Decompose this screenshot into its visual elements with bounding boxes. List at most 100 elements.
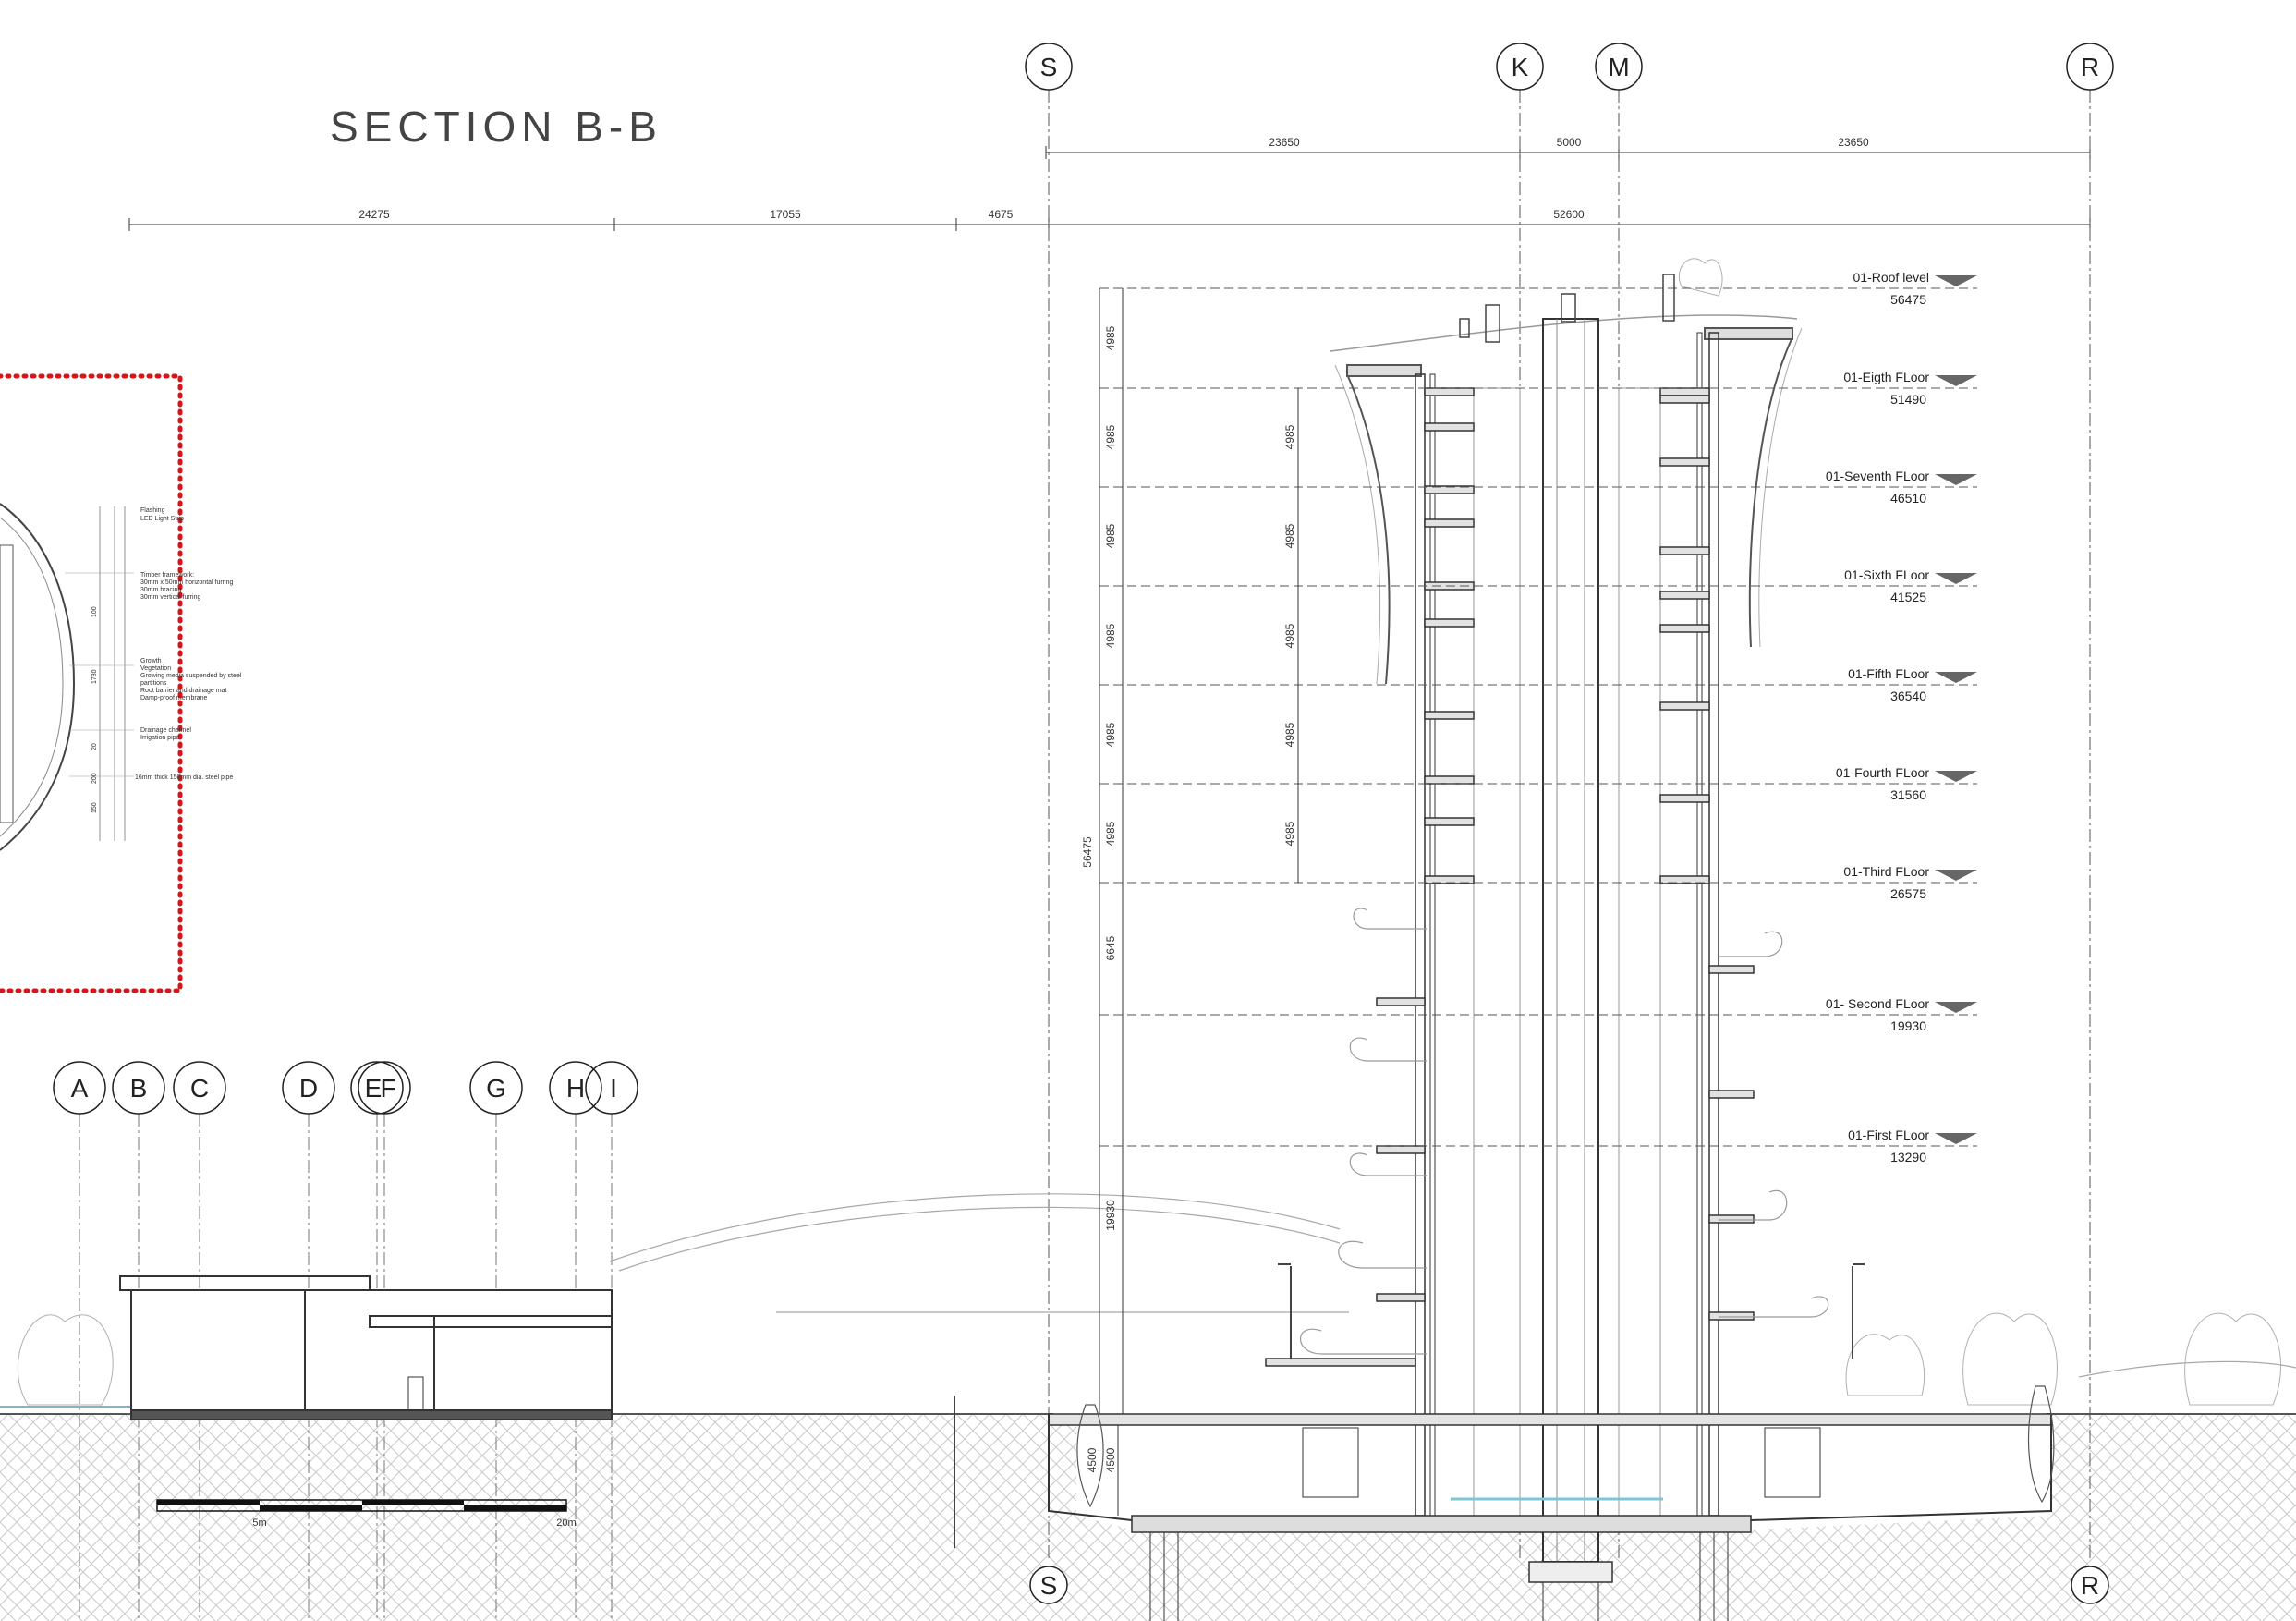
detail-note-14: 16mm thick 150mm dia. steel pipe <box>135 774 233 781</box>
inner-vdim-3: 4985 <box>1283 722 1296 747</box>
detail-note-13: Irrigation pipe <box>140 735 180 741</box>
dim-k-m: 5000 <box>1557 136 1582 149</box>
level-value-third: 26575 <box>1890 886 1926 901</box>
lamp-posts <box>954 1263 1865 1548</box>
scale-label-20m: 20m <box>556 1517 576 1529</box>
dim-m-r: 23650 <box>1838 136 1869 149</box>
vdim-4: 4985 <box>1104 722 1117 747</box>
grid-bubble-k: K <box>1496 43 1544 91</box>
inner-vdim-2: 4985 <box>1283 623 1296 648</box>
grid-lines-left <box>79 1114 613 1621</box>
vdim-total: 56475 <box>1081 836 1094 868</box>
level-name-roof: 01-Roof level <box>1853 270 1930 285</box>
roof-equipment <box>1459 274 1675 343</box>
svg-text:K: K <box>1512 53 1529 81</box>
grid-bubble-m: M <box>1595 43 1643 91</box>
level-name-seventh: 01-Seventh FLoor <box>1826 469 1929 483</box>
svg-text:R: R <box>2081 1571 2099 1600</box>
background-roof-outline <box>609 1193 2296 1378</box>
svg-text:F: F <box>380 1074 395 1103</box>
level-value-seventh: 46510 <box>1890 491 1926 506</box>
detail-note-8: Growing media suspended by steel <box>140 673 242 679</box>
detail-note-1: LED Light Strip <box>140 516 184 522</box>
vdim-2: 4985 <box>1104 523 1117 548</box>
level-name-first: 01-First FLoor <box>1848 1127 1929 1142</box>
inner-vdim-1: 4985 <box>1283 523 1296 548</box>
vdim-7: 19930 <box>1104 1200 1117 1231</box>
wall-detail-callout <box>0 373 183 993</box>
scale-bar <box>156 1499 567 1512</box>
grid-bubble-r-bottom: R <box>2071 1566 2109 1604</box>
vdim-1: 4985 <box>1104 424 1117 449</box>
dim-span-1: 24275 <box>358 208 390 221</box>
level-markers <box>1935 275 1977 1144</box>
vertical-dimension-lines <box>1099 288 1299 1516</box>
detail-dim-3: 150 <box>91 802 98 813</box>
detail-dim-0: 1780 <box>91 669 98 684</box>
detail-note-3: 30mm x 50mm horizontal furring <box>140 579 233 586</box>
grid-bubble-s: S <box>1025 43 1073 91</box>
inner-vdim-0: 4985 <box>1283 424 1296 449</box>
detail-note-11: Damp-proof membrane <box>140 695 207 701</box>
statues <box>1076 1385 2055 1508</box>
svg-text:A: A <box>71 1074 89 1103</box>
grid-bubble-f: F <box>358 1061 411 1115</box>
level-value-eighth: 51490 <box>1890 392 1926 407</box>
detail-note-7: Vegetation <box>140 665 171 672</box>
level-value-fourth: 31560 <box>1890 787 1926 802</box>
low-building-section <box>119 1275 613 1420</box>
level-value-first: 13290 <box>1890 1150 1926 1164</box>
level-name-fourth: 01-Fourth FLoor <box>1836 765 1929 780</box>
svg-text:B: B <box>130 1074 148 1103</box>
level-name-second: 01- Second FLoor <box>1826 996 1929 1011</box>
svg-text:H: H <box>566 1074 585 1103</box>
dimension-chain-top <box>128 146 2091 231</box>
grid-bubble-r: R <box>2066 43 2114 91</box>
balcony-pods <box>1299 908 1829 1355</box>
detail-dim-2: 200 <box>91 773 98 784</box>
detail-note-4: 30mm bracing <box>140 587 181 593</box>
level-name-sixth: 01-Sixth FLoor <box>1844 567 1929 582</box>
section-title: SECTION B-B <box>330 103 662 151</box>
svg-text:E: E <box>365 1074 383 1103</box>
grid-bubble-g: G <box>469 1061 523 1115</box>
grid-bubble-b: B <box>112 1061 165 1115</box>
svg-text:D: D <box>299 1074 318 1103</box>
svg-text:R: R <box>2081 53 2099 81</box>
detail-note-5: 30mm vertical furring <box>140 594 200 601</box>
svg-text:S: S <box>1040 1571 1058 1600</box>
vdim-5: 4985 <box>1104 821 1117 846</box>
detail-note-2: Timber framework: <box>140 572 194 579</box>
vdim-8: 4500 <box>1104 1447 1117 1472</box>
tower-crown-outline <box>1330 314 1803 685</box>
grid-lines-top <box>1048 90 2091 1562</box>
inner-vdim-4: 4985 <box>1283 821 1296 846</box>
ground-hatch <box>0 1406 2296 1621</box>
level-name-eighth: 01-Eigth FLoor <box>1843 370 1929 384</box>
vdim-0: 4985 <box>1104 325 1117 350</box>
vdim-3: 4985 <box>1104 623 1117 648</box>
dim-span-total: 52600 <box>1553 208 1585 221</box>
svg-text:G: G <box>486 1074 506 1103</box>
detail-note-6: Growth <box>140 658 162 664</box>
detail-dim-4: 20 <box>91 743 98 750</box>
svg-text:S: S <box>1040 53 1058 81</box>
level-value-sixth: 41525 <box>1890 590 1926 604</box>
detail-note-0: Flashing <box>140 507 165 514</box>
background-trees <box>18 258 2281 1406</box>
basement-vdim: 4500 <box>1086 1447 1099 1472</box>
dim-span-3: 4675 <box>989 208 1014 221</box>
svg-text:C: C <box>190 1074 209 1103</box>
detail-note-12: Drainage channel <box>140 727 191 734</box>
svg-text:M: M <box>1608 53 1629 81</box>
grid-bubble-s-bottom: S <box>1029 1566 1068 1604</box>
tower-structure <box>1415 318 1719 1563</box>
grid-bubble-i: I <box>585 1061 638 1115</box>
level-name-fifth: 01-Fifth FLoor <box>1848 666 1929 681</box>
level-name-third: 01-Third FLoor <box>1843 864 1929 879</box>
detail-note-10: Root barrier and drainage mat <box>140 688 226 694</box>
detail-note-9: partitions <box>140 680 167 687</box>
detail-dim-1: 100 <box>91 606 98 617</box>
level-value-second: 19930 <box>1890 1018 1926 1033</box>
